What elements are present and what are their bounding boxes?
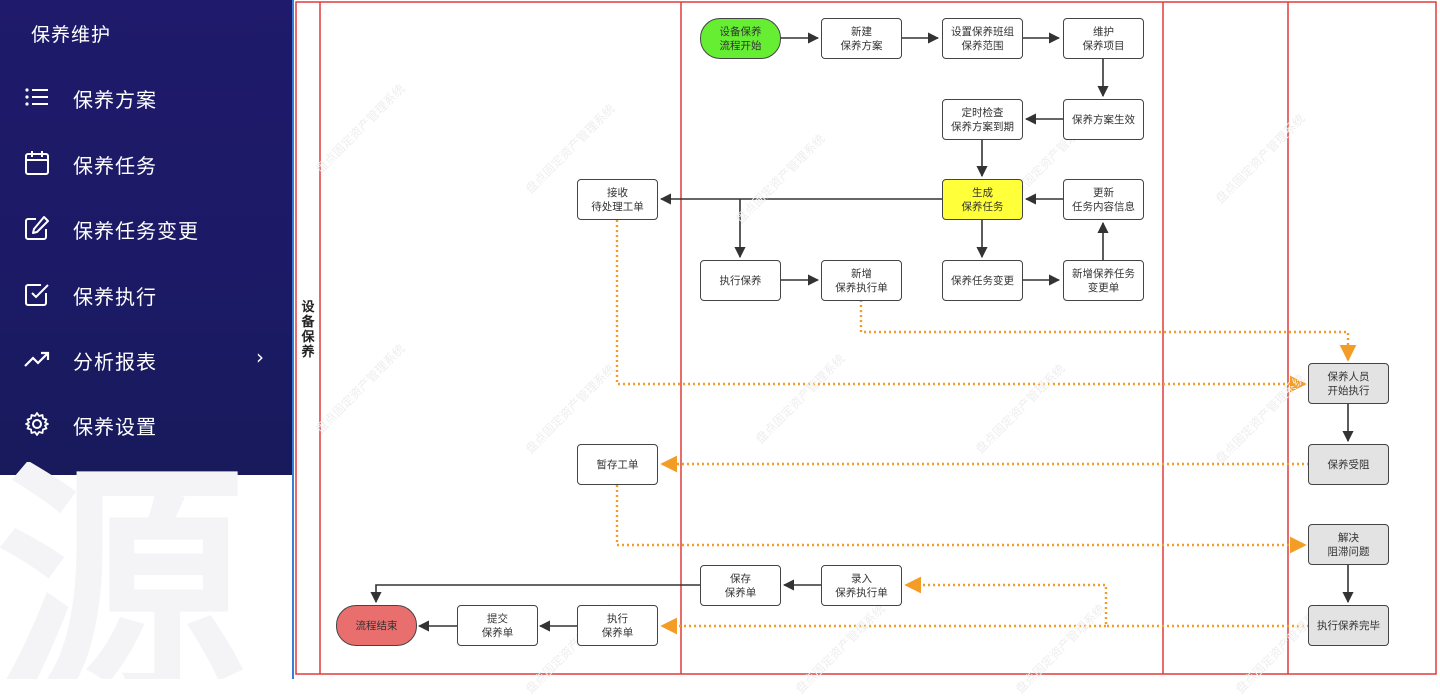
flow-node-generate-task[interactable]: 生成 保养任务 bbox=[942, 179, 1023, 220]
flow-diagram-canvas bbox=[295, 1, 1437, 675]
flow-node-update-task[interactable]: 更新 任务内容信息 bbox=[1063, 179, 1144, 220]
flow-node-hold-order[interactable]: 暂存工单 bbox=[577, 444, 658, 485]
flow-node-maintain-items[interactable]: 维护 保养项目 bbox=[1063, 18, 1144, 59]
swimlane-borders bbox=[295, 1, 1437, 675]
chevron-right-icon: › bbox=[256, 345, 264, 369]
swimlane-label: 设 备 保 养 bbox=[301, 300, 315, 360]
calendar-icon bbox=[25, 151, 49, 175]
gear-icon bbox=[25, 412, 49, 436]
sidebar-item-maintenance-settings[interactable]: 保养设置 bbox=[0, 398, 292, 450]
flow-node-new-plan[interactable]: 新建 保养方案 bbox=[821, 18, 902, 59]
flow-node-new-change-order[interactable]: 新增保养任务 变更单 bbox=[1063, 260, 1144, 301]
flow-node-submit-order[interactable]: 提交 保养单 bbox=[457, 605, 538, 646]
background-logo-glyph: 源 bbox=[0, 462, 246, 679]
flow-node-receive-order[interactable]: 接收 待处理工单 bbox=[577, 179, 658, 220]
sidebar-item-label: 保养执行 bbox=[73, 285, 157, 309]
sidebar-item-maintenance-exec[interactable]: 保养执行 bbox=[0, 268, 292, 320]
edit-icon bbox=[25, 216, 49, 240]
flow-node-end[interactable]: 流程结束 bbox=[336, 605, 417, 646]
sidebar-item-label: 分析报表 bbox=[73, 350, 157, 374]
flow-node-exec-done[interactable]: 执行保养完毕 bbox=[1308, 605, 1389, 646]
sidebar-item-label: 保养任务变更 bbox=[73, 219, 199, 243]
flow-node-enter-order[interactable]: 录入 保养执行单 bbox=[821, 565, 902, 606]
flow-node-task-change[interactable]: 保养任务变更 bbox=[942, 260, 1023, 301]
sidebar-item-maintenance-task[interactable]: 保养任务 bbox=[0, 137, 292, 189]
flow-node-timed-check[interactable]: 定时检查 保养方案到期 bbox=[942, 99, 1023, 140]
sidebar-item-maintenance-plan[interactable]: 保养方案 bbox=[0, 71, 292, 123]
flow-node-plan-effective[interactable]: 保养方案生效 bbox=[1063, 99, 1144, 140]
sidebar: 保养维护 保养方案 保养任务 保养任务变更 保养执行 bbox=[0, 0, 292, 475]
flow-node-solve-issue[interactable]: 解决 阻滞问题 bbox=[1308, 524, 1389, 565]
trend-chart-icon bbox=[24, 351, 50, 367]
sidebar-title: 保养维护 bbox=[31, 24, 112, 46]
flow-node-exec-order[interactable]: 执行 保养单 bbox=[577, 605, 658, 646]
checkbox-icon bbox=[25, 284, 49, 306]
sidebar-item-task-change[interactable]: 保养任务变更 bbox=[0, 202, 292, 254]
sidebar-item-label: 保养任务 bbox=[73, 154, 157, 178]
flow-node-save-order[interactable]: 保存 保养单 bbox=[700, 565, 781, 606]
sidebar-item-analysis-report[interactable]: 分析报表 › bbox=[0, 333, 292, 385]
flow-arrows bbox=[370, 32, 1354, 632]
flow-node-set-team[interactable]: 设置保养班组 保养范围 bbox=[942, 18, 1023, 59]
sidebar-item-label: 保养方案 bbox=[73, 88, 157, 112]
sidebar-item-label: 保养设置 bbox=[73, 415, 157, 439]
flow-node-maintenance-blocked[interactable]: 保养受阻 bbox=[1308, 444, 1389, 485]
list-icon bbox=[25, 88, 48, 106]
dotted-flow-arrows bbox=[615, 220, 1357, 635]
content-left-border bbox=[292, 0, 294, 679]
flow-node-new-exec-order[interactable]: 新增 保养执行单 bbox=[821, 260, 902, 301]
flow-node-exec-maintenance[interactable]: 执行保养 bbox=[700, 260, 781, 301]
flow-node-start[interactable]: 设备保养 流程开始 bbox=[700, 18, 781, 59]
flow-node-staff-start[interactable]: 保养人员 开始执行 bbox=[1308, 363, 1389, 404]
